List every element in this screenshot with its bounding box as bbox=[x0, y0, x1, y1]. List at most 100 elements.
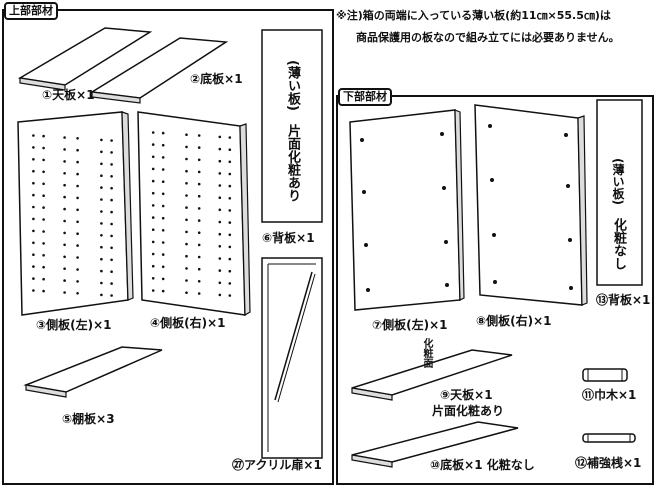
peg-hole bbox=[218, 257, 222, 260]
part-1-top-board bbox=[17, 27, 153, 91]
peg-hole bbox=[218, 172, 222, 175]
peg-hole bbox=[32, 253, 35, 256]
peg-hole bbox=[110, 246, 113, 250]
peg-hole bbox=[218, 232, 222, 236]
peg-hole bbox=[100, 222, 103, 225]
peg-hole bbox=[218, 196, 222, 199]
peg-hole bbox=[110, 151, 113, 154]
peg-hole bbox=[161, 289, 165, 293]
peg-hole bbox=[185, 157, 188, 161]
peg-hole bbox=[42, 277, 45, 281]
peg-hole bbox=[32, 181, 35, 185]
peg-hole bbox=[110, 294, 113, 297]
peg-hole bbox=[110, 210, 113, 214]
peg-hole bbox=[100, 293, 103, 297]
peg-hole bbox=[185, 206, 188, 209]
peg-hole bbox=[63, 172, 66, 175]
label-part-9: ⑨天板×1 bbox=[440, 388, 493, 402]
peg-hole bbox=[151, 277, 155, 280]
lower-section-frame bbox=[336, 95, 654, 485]
peg-hole bbox=[151, 167, 155, 171]
peg-hole bbox=[197, 207, 201, 210]
peg-hole bbox=[218, 147, 222, 151]
peg-hole bbox=[185, 267, 188, 270]
peg-hole bbox=[151, 191, 155, 195]
peg-hole bbox=[197, 158, 201, 162]
peg-hole bbox=[63, 267, 66, 271]
label-part-13: ⑬背板×1 bbox=[596, 293, 651, 307]
peg-hole bbox=[197, 146, 201, 149]
peg-hole bbox=[228, 294, 232, 297]
peg-hole bbox=[63, 183, 66, 187]
peg-hole bbox=[63, 160, 66, 163]
peg-hole bbox=[185, 230, 188, 234]
part-10-bottom-board bbox=[351, 421, 519, 468]
peg-hole bbox=[63, 136, 66, 139]
peg-hole bbox=[76, 148, 79, 152]
part-13-back-panel bbox=[596, 99, 643, 286]
peg-hole bbox=[197, 170, 201, 174]
peg-hole bbox=[100, 174, 103, 177]
peg-hole bbox=[42, 146, 45, 150]
peg-hole bbox=[32, 289, 35, 292]
part-6-back-panel bbox=[261, 29, 323, 223]
peg-hole bbox=[151, 131, 155, 134]
label-part-27: ㉗アクリル扉×1 bbox=[232, 458, 322, 472]
peg-hole bbox=[100, 150, 103, 154]
peg-hole bbox=[32, 241, 35, 245]
peg-hole bbox=[228, 233, 232, 237]
upper-section-frame bbox=[2, 9, 334, 485]
peg-hole bbox=[100, 245, 103, 249]
peg-hole bbox=[42, 289, 45, 293]
peg-hole bbox=[100, 281, 103, 285]
peg-hole bbox=[228, 209, 232, 212]
peg-hole bbox=[110, 163, 113, 166]
peg-hole bbox=[161, 277, 165, 281]
peg-hole bbox=[228, 197, 232, 200]
top-board-face-mark: 化粧面 bbox=[421, 338, 432, 368]
part-12-reinforcement-bar bbox=[582, 433, 636, 443]
peg-hole bbox=[110, 198, 113, 202]
peg-hole bbox=[110, 186, 113, 190]
peg-hole bbox=[151, 289, 155, 292]
peg-hole bbox=[218, 293, 222, 297]
peg-hole bbox=[42, 134, 45, 138]
peg-hole bbox=[32, 229, 35, 233]
label-part-1: ①天板×1 bbox=[42, 88, 95, 102]
upper-section-title: 上部部材 bbox=[4, 2, 58, 20]
peg-hole bbox=[161, 192, 165, 196]
peg-hole bbox=[228, 148, 232, 151]
peg-hole bbox=[151, 252, 155, 256]
peg-hole bbox=[218, 135, 222, 139]
peg-hole bbox=[32, 158, 35, 161]
peg-hole bbox=[185, 194, 188, 197]
peg-hole bbox=[42, 206, 45, 209]
peg-hole bbox=[42, 265, 45, 269]
peg-hole bbox=[63, 255, 66, 259]
peg-hole bbox=[218, 269, 222, 272]
peg-hole bbox=[76, 196, 79, 200]
peg-hole bbox=[197, 231, 201, 234]
label-part-6: ⑥背板×1 bbox=[262, 231, 315, 245]
peg-hole bbox=[151, 228, 155, 231]
peg-hole bbox=[32, 217, 35, 221]
peg-hole bbox=[32, 193, 35, 197]
peg-hole bbox=[161, 131, 165, 135]
peg-hole bbox=[32, 265, 35, 268]
part-2-bottom-board bbox=[89, 37, 229, 104]
peg-hole bbox=[42, 194, 45, 197]
peg-hole bbox=[76, 208, 79, 212]
peg-hole bbox=[218, 245, 222, 248]
peg-hole bbox=[110, 222, 113, 226]
peg-hole bbox=[76, 280, 79, 283]
peg-hole bbox=[42, 230, 45, 233]
peg-hole bbox=[100, 269, 103, 273]
peg-hole bbox=[42, 170, 45, 174]
peg-hole bbox=[100, 162, 103, 166]
peg-hole bbox=[185, 182, 188, 185]
peg-hole bbox=[100, 186, 103, 189]
peg-hole bbox=[185, 133, 188, 136]
peg-hole bbox=[218, 208, 222, 212]
peg-hole bbox=[63, 195, 66, 199]
